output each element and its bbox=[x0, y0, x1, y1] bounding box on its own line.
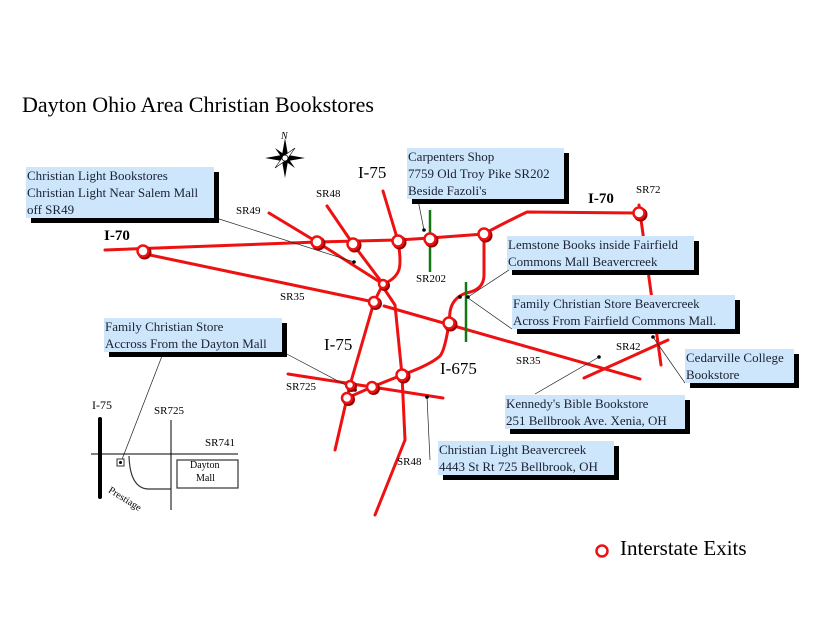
interstate-exit-icon bbox=[365, 380, 379, 394]
leader-line bbox=[652, 336, 686, 384]
inset-label-i75: I-75 bbox=[92, 398, 112, 412]
interstate-exit-icon bbox=[344, 379, 356, 391]
interstate-exit-icon bbox=[442, 316, 456, 330]
store-callout[interactable]: Christian Light Beavercreek 4443 St Rt 72… bbox=[438, 441, 614, 475]
road-sr48-south bbox=[373, 288, 407, 517]
store-detail: Bookstore bbox=[686, 367, 740, 382]
label-sr49: SR49 bbox=[236, 205, 261, 217]
compass-rose-icon bbox=[265, 138, 305, 178]
interstate-exits bbox=[136, 206, 648, 406]
store-name: Christian Light Bookstores bbox=[27, 168, 168, 183]
interstate-exit-icon bbox=[136, 244, 150, 258]
label-sr48-south: SR48 bbox=[397, 456, 422, 468]
road-sr49 bbox=[267, 211, 385, 286]
inset-map bbox=[91, 417, 239, 510]
store-name: Family Christian Store bbox=[105, 319, 224, 334]
label-i75-south: I-75 bbox=[324, 335, 353, 354]
store-detail: Beside Fazoli's bbox=[408, 183, 487, 198]
leader-line bbox=[467, 297, 513, 330]
store-detail: 4443 St Rt 725 Bellbrook, OH bbox=[439, 459, 598, 474]
store-name: Cedarville College bbox=[686, 350, 784, 365]
store-detail: Commons Mall Beavercreek bbox=[508, 254, 658, 269]
interstate-exit-icon bbox=[632, 206, 646, 220]
road-sr725 bbox=[286, 372, 445, 400]
road-i70 bbox=[103, 210, 642, 252]
store-name: Lemstone Books inside Fairfield bbox=[508, 237, 679, 252]
inset-label-sr725: SR725 bbox=[154, 405, 184, 417]
leader-line bbox=[534, 356, 600, 395]
leader-line bbox=[467, 267, 513, 298]
legend-exit-icon bbox=[595, 544, 609, 558]
interstate-exit-icon bbox=[395, 368, 409, 382]
leader-line bbox=[215, 217, 355, 263]
label-sr35-west: SR35 bbox=[280, 291, 305, 303]
store-name: Family Christian Store Beavercreek bbox=[513, 296, 700, 311]
store-detail: off SR49 bbox=[27, 202, 75, 217]
store-detail: Accross From the Dayton Mall bbox=[105, 336, 267, 351]
store-detail: 251 Bellbrook Ave. Xenia, OH bbox=[506, 413, 667, 428]
label-sr72: SR72 bbox=[636, 184, 661, 196]
compass-north-label: N bbox=[281, 131, 288, 142]
store-name: Carpenters Shop bbox=[408, 149, 495, 164]
road-sr42 bbox=[582, 338, 670, 380]
interstate-exit-icon bbox=[477, 227, 491, 241]
label-sr725: SR725 bbox=[286, 381, 316, 393]
interstate-exit-icon bbox=[423, 232, 437, 246]
page-title: Dayton Ohio Area Christian Bookstores bbox=[22, 92, 374, 117]
store-name: Kennedy's Bible Bookstore bbox=[506, 396, 649, 411]
label-sr48-north: SR48 bbox=[316, 188, 341, 200]
store-name: Christian Light Beavercreek bbox=[439, 442, 587, 457]
interstate-exit-icon bbox=[346, 237, 360, 251]
leader-line bbox=[282, 351, 356, 391]
inset-label-mall: Dayton bbox=[190, 460, 220, 471]
store-detail: Across From Fairfield Commons Mall. bbox=[513, 313, 717, 328]
road-sr72 bbox=[637, 203, 663, 367]
label-sr35-east: SR35 bbox=[516, 355, 541, 367]
road-sr35-east bbox=[382, 304, 642, 381]
inset-label-sr741: SR741 bbox=[205, 437, 235, 449]
road-sr35-west bbox=[148, 253, 376, 304]
label-i75-north: I-75 bbox=[358, 163, 387, 182]
store-detail: 7759 Old Troy Pike SR202 bbox=[408, 166, 550, 181]
leader-line bbox=[417, 199, 425, 231]
legend-label: Interstate Exits bbox=[620, 536, 747, 560]
interstate-exit-icon bbox=[340, 391, 354, 405]
label-sr202: SR202 bbox=[416, 273, 446, 285]
leader-line bbox=[120, 355, 163, 463]
interstate-exit-icon bbox=[377, 278, 389, 290]
label-i70-west: I-70 bbox=[104, 228, 130, 244]
store-detail: Christian Light Near Salem Mall bbox=[27, 185, 199, 200]
label-i70-east: I-70 bbox=[588, 191, 614, 207]
label-sr42: SR42 bbox=[616, 341, 641, 353]
label-i675: I-675 bbox=[440, 359, 477, 378]
interstate-exit-icon bbox=[391, 234, 405, 248]
inset-label-mall: Mall bbox=[196, 473, 215, 484]
interstate-exit-icon bbox=[310, 235, 324, 249]
leader-line bbox=[426, 396, 431, 461]
interstate-exit-icon bbox=[367, 295, 381, 309]
store-callout[interactable]: Kennedy's Bible Bookstore 251 Bellbrook A… bbox=[505, 395, 685, 429]
